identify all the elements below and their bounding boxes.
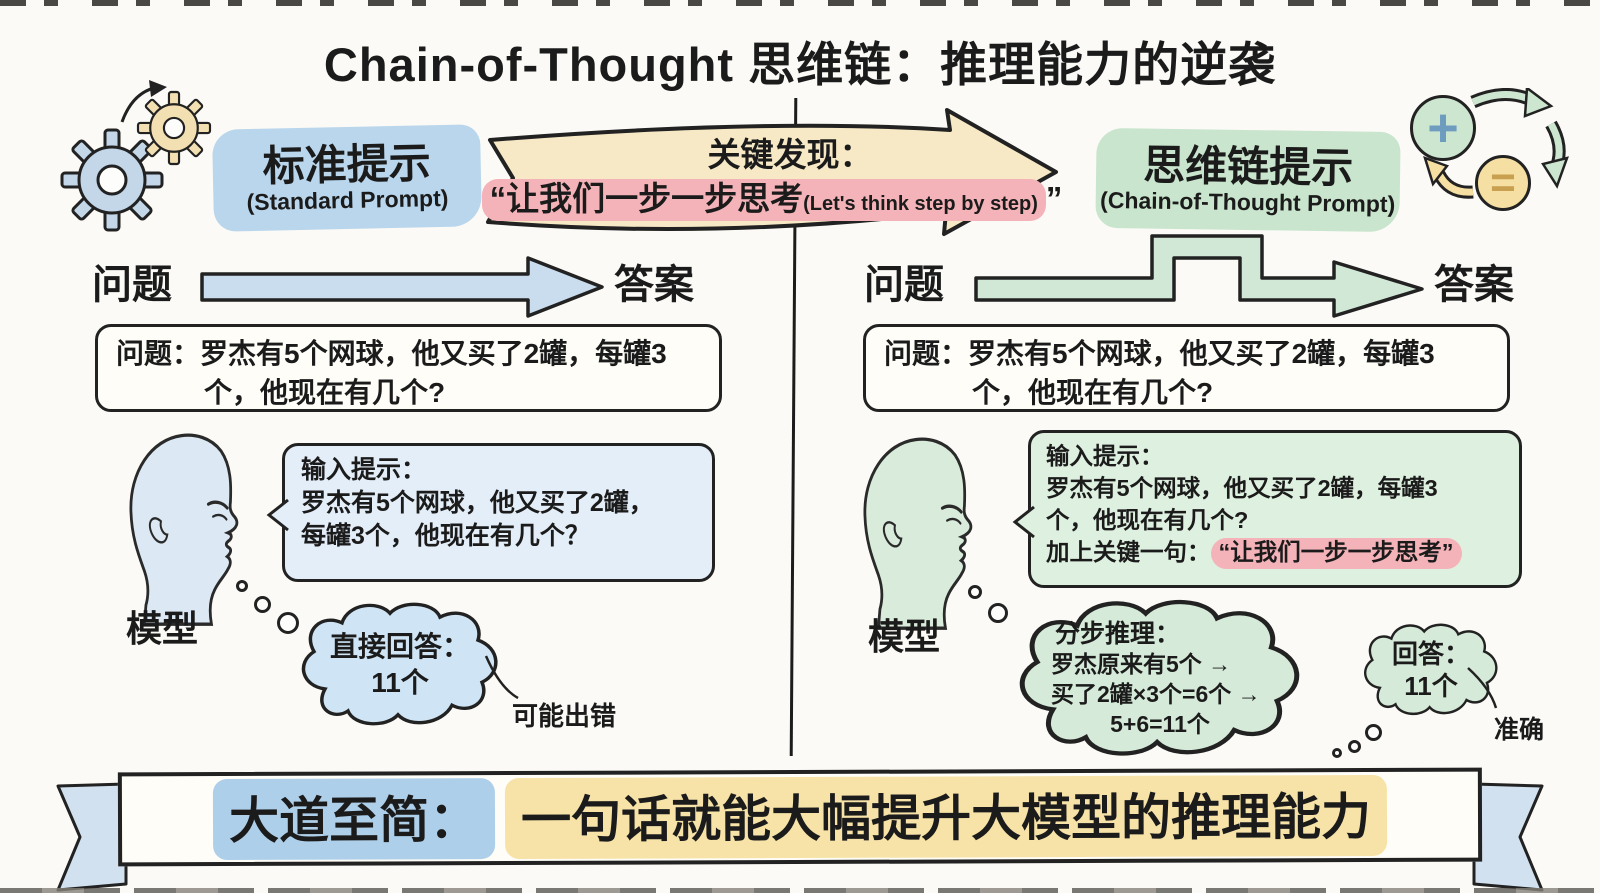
quote-highlight: “让我们一步一步思考(Let's think step by step) <box>481 179 1046 221</box>
reasoning-label: 分步推理： <box>1055 619 1181 648</box>
question-text: 罗杰有5个网球，他又买了2罐，每罐3个，他现在有几个? <box>968 338 1435 408</box>
standard-prompt-header: 标准提示 (Standard Prompt) <box>211 124 483 232</box>
ribbon-tail-right <box>1472 782 1544 892</box>
speech-tail-icon <box>267 498 290 532</box>
reasoning-step: 5+6=11个 <box>1110 711 1210 738</box>
cot-prompt-header: 思维链提示 (Chain-of-Thought Prompt) <box>1095 127 1401 233</box>
standard-flow-arrow-icon <box>200 256 604 318</box>
note-pointer-line <box>1467 667 1498 709</box>
prompt-line: 罗杰有5个网球，他又买了2罐，每罐3 <box>1046 474 1438 501</box>
answer-value: 11个 <box>1404 671 1458 701</box>
reasoning-step: 罗杰原来有5个 → <box>1051 651 1232 678</box>
conclusion-lead: 大道至简： <box>212 777 496 860</box>
cot-note: 准确 <box>1494 716 1545 744</box>
thought-dot <box>988 603 1008 623</box>
cot-prompt-subtitle: (Chain-of-Thought Prompt) <box>1099 187 1396 218</box>
plus-equals-cycle-icon <box>1423 88 1569 199</box>
cloud-label: 直接回答： <box>329 630 470 662</box>
cot-question-box: 问题：罗杰有5个网球，他又买了2罐，每罐3个，他现在有几个? <box>863 324 1510 412</box>
key-sentence-highlight: “让我们一步一步思考” <box>1210 537 1462 569</box>
standard-prompt-title: 标准提示 <box>262 139 432 190</box>
cot-model-label: 模型 <box>868 616 941 657</box>
reasoning-step: 买了2罐×3个=6个 → <box>1051 681 1261 708</box>
cot-reasoning-cloud: 分步推理： 罗杰原来有5个 → 买了2罐×3个=6个 → 5+6=11个 <box>1003 594 1317 764</box>
prompt-label: 输入提示： <box>1046 443 1164 469</box>
gears-icon <box>60 80 212 232</box>
answer-label: 回答： <box>1391 638 1470 669</box>
quote-open: “ <box>489 180 507 217</box>
speech-tail-icon <box>1013 505 1036 539</box>
page-title: Chain-of-Thought 思维链：推理能力的逆袭 <box>323 38 1277 91</box>
cot-answer-cloud: 回答： 11个 <box>1356 620 1506 720</box>
standard-answer-cloud: 直接回答： 11个 <box>290 598 510 732</box>
key-sentence-prefix: 加上关键一句： <box>1046 538 1211 565</box>
cot-flow-stepped-arrow-icon <box>974 234 1424 318</box>
torn-paper-edge-bottom <box>0 888 1600 893</box>
thought-dot <box>1365 724 1382 741</box>
thought-dot <box>254 596 271 613</box>
cot-model-head-icon <box>863 437 973 630</box>
prompt-line: 个，他现在有几个? <box>1046 506 1249 533</box>
standard-model-head-icon <box>129 433 239 626</box>
standard-note: 可能出错 <box>512 701 617 731</box>
plus-circle-icon: + <box>1410 95 1476 161</box>
note-pointer-line <box>484 655 519 700</box>
question-label: 问题： <box>116 338 201 369</box>
key-finding-quote: “让我们一步一步思考(Let's think step by step)” <box>472 172 1072 221</box>
cloud-value: 11个 <box>371 667 429 698</box>
conclusion-statement: 一句话就能大幅提升大模型的推理能力 <box>504 774 1388 859</box>
question-label: 问题： <box>884 338 969 369</box>
standard-model-label: 模型 <box>126 608 199 649</box>
cot-flow-end-label: 答案 <box>1434 263 1514 307</box>
question-text: 罗杰有5个网球，他又买了2罐，每罐3个，他现在有几个? <box>200 338 667 408</box>
prompt-line: 罗杰有5个网球，他又买了2罐， <box>301 489 654 517</box>
equals-circle-icon: = <box>1475 155 1531 211</box>
standard-prompt-subtitle: (Standard Prompt) <box>246 185 449 216</box>
conclusion-banner: 大道至简： 一句话就能大幅提升大模型的推理能力 <box>117 767 1483 867</box>
prompt-label: 输入提示： <box>301 456 427 484</box>
standard-question-box: 问题：罗杰有5个网球，他又买了2罐，每罐3个，他现在有几个? <box>95 324 722 412</box>
thought-dot <box>277 612 299 634</box>
thought-dot <box>1332 748 1342 758</box>
standard-flow-end-label: 答案 <box>614 263 694 307</box>
thought-dot <box>236 580 248 592</box>
prompt-line: 每罐3个，他现在有几个？ <box>301 522 590 550</box>
cot-prompt-bubble: 输入提示： 罗杰有5个网球，他又买了2罐，每罐3 个，他现在有几个? 加上关键一… <box>1013 430 1522 588</box>
torn-paper-edge-top <box>0 0 1600 6</box>
quote-english: (Let's think step by step) <box>803 193 1038 215</box>
quote-close: ” <box>1045 180 1063 217</box>
key-finding-label: 关键发现： <box>707 136 873 173</box>
thought-dot <box>968 585 982 599</box>
prompt-line-key: 加上关键一句：“让我们一步一步思考” <box>1046 537 1504 569</box>
cot-prompt-title: 思维链提示 <box>1142 141 1354 192</box>
cot-flow-start-label: 问题 <box>864 263 944 307</box>
ribbon-tail-left <box>56 782 128 892</box>
standard-prompt-bubble: 输入提示： 罗杰有5个网球，他又买了2罐， 每罐3个，他现在有几个？ <box>267 443 715 582</box>
quote-chinese: 让我们一步一步思考 <box>506 180 804 217</box>
thought-dot <box>1348 740 1361 753</box>
standard-flow-start-label: 问题 <box>92 263 172 307</box>
